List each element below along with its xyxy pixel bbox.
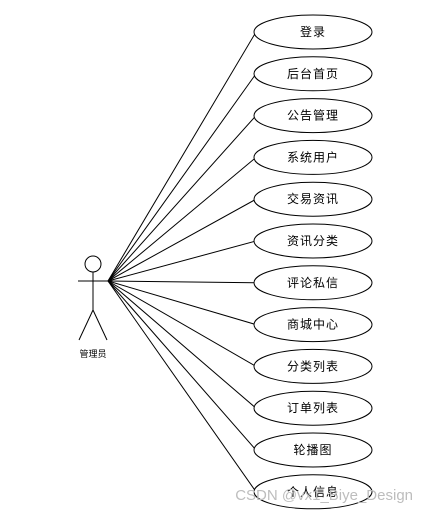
association-line <box>107 280 257 284</box>
use-case-ellipse <box>253 474 373 510</box>
association-line <box>107 280 257 326</box>
association-line <box>107 280 257 451</box>
use-case: 轮播图 <box>253 432 373 468</box>
use-case-ellipse <box>253 14 373 50</box>
use-case-label: 分类列表 <box>287 359 339 373</box>
use-case-label: 资讯分类 <box>287 234 339 248</box>
use-case: 资讯分类 <box>253 223 373 259</box>
association-line <box>107 73 257 282</box>
actor-left-leg <box>78 309 94 341</box>
use-case-label: 个人信息 <box>287 484 339 499</box>
use-case-label: 轮播图 <box>293 443 332 457</box>
association-line <box>107 280 257 493</box>
association-lines <box>107 31 257 493</box>
use-case-ellipse <box>253 98 373 134</box>
use-case-label: 订单列表 <box>287 401 339 415</box>
use-case-ellipse <box>253 223 373 259</box>
use-case-label: 系统用户 <box>287 149 339 164</box>
association-line <box>107 115 257 282</box>
association-line <box>107 280 257 409</box>
use-case-ellipse <box>253 56 373 92</box>
actor-right-leg <box>92 309 108 341</box>
use-case-ellipse <box>253 432 373 468</box>
use-case: 后台首页 <box>253 56 373 92</box>
use-case-label: 后台首页 <box>287 66 339 81</box>
use-case: 系统用户 <box>253 139 373 175</box>
use-case: 评论私信 <box>253 265 373 301</box>
use-case: 公告管理 <box>253 98 373 134</box>
watermark: CSDN @vx1_Biye_Design <box>235 487 413 504</box>
association-line <box>107 31 257 282</box>
use-case-label: 交易资讯 <box>287 191 339 206</box>
use-case: 订单列表 <box>253 390 373 426</box>
use-case-label: 商城中心 <box>287 317 339 332</box>
use-case: 分类列表 <box>253 348 373 384</box>
use-case: 个人信息 <box>253 474 373 510</box>
actor-head <box>84 255 102 273</box>
association-line <box>107 198 257 282</box>
use-case-ellipse <box>253 265 373 301</box>
association-line <box>107 280 257 367</box>
use-case: 商城中心 <box>253 307 373 343</box>
actor-label: 管理员 <box>79 348 106 360</box>
use-case-label: 评论私信 <box>287 276 339 290</box>
use-case: 交易资讯 <box>253 181 373 217</box>
use-case-ellipse <box>253 181 373 217</box>
use-case: 登录 <box>253 14 373 50</box>
use-case-ellipse <box>253 307 373 343</box>
use-case-ellipse <box>253 139 373 175</box>
association-line <box>107 240 257 282</box>
use-case-group: 登录后台首页公告管理系统用户交易资讯资讯分类评论私信商城中心分类列表订单列表轮播… <box>253 14 373 510</box>
use-case-ellipse <box>253 348 373 384</box>
use-case-label: 登录 <box>300 24 326 39</box>
association-line <box>107 157 257 282</box>
use-case-ellipse <box>253 390 373 426</box>
actor-figure: 管理员 <box>78 255 108 360</box>
use-case-label: 公告管理 <box>287 108 339 123</box>
